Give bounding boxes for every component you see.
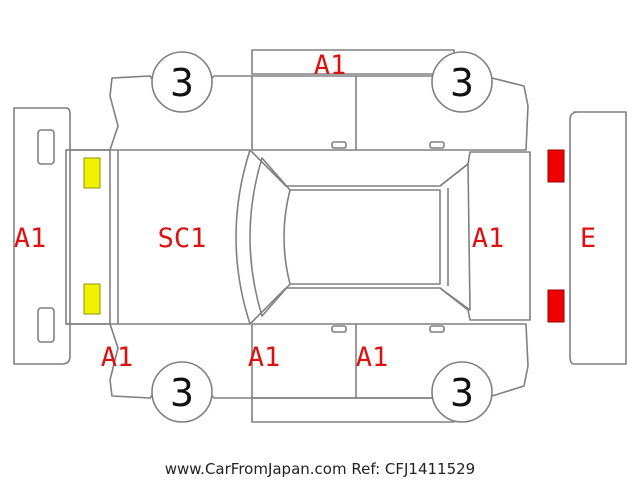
wheel-rear-left: 3 bbox=[431, 361, 493, 423]
svg-text:3: 3 bbox=[450, 61, 474, 105]
wheel-front-left: 3 bbox=[151, 361, 213, 423]
svg-text:3: 3 bbox=[170, 61, 194, 105]
footer-reference: www.CarFromJapan.com Ref: CFJ1411529 bbox=[165, 460, 475, 478]
right-side-skirt bbox=[251, 49, 455, 75]
front-bumper-outline bbox=[13, 107, 71, 365]
cabin-outline bbox=[235, 149, 471, 325]
label-front-bumper: A1 bbox=[14, 223, 47, 254]
wheel-front-right: 3 bbox=[151, 51, 213, 113]
label-hood: SC1 bbox=[158, 223, 207, 254]
headlight-left bbox=[83, 283, 101, 315]
label-rear-left-door: A1 bbox=[356, 342, 389, 373]
label-rear-window: A1 bbox=[472, 223, 505, 254]
rear-bumper-outline bbox=[569, 111, 627, 365]
label-front-left-fender: A1 bbox=[101, 342, 134, 373]
svg-text:3: 3 bbox=[450, 371, 474, 415]
headlight-right bbox=[83, 157, 101, 189]
left-side-skirt bbox=[251, 397, 455, 423]
svg-text:3: 3 bbox=[170, 371, 194, 415]
wheel-rear-right: 3 bbox=[431, 51, 493, 113]
label-rear-bumper: E bbox=[580, 223, 596, 254]
taillight-left bbox=[547, 289, 565, 323]
car-body-outline bbox=[65, 75, 531, 399]
taillight-right bbox=[547, 149, 565, 183]
label-front-left-door: A1 bbox=[248, 342, 281, 373]
label-roof: A1 bbox=[314, 50, 347, 81]
